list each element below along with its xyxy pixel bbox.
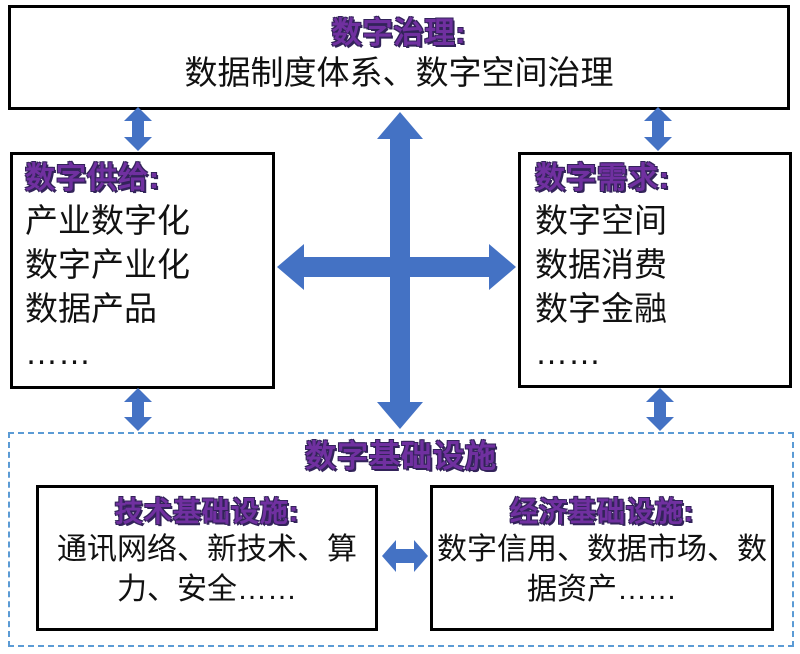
tech-infrastructure-box: 技术基础设施: 通讯网络、新技术、算力、安全……: [36, 485, 378, 631]
economic-infrastructure-title: 经济基础设施:: [509, 496, 695, 527]
supply-item: 数据产品: [25, 290, 157, 327]
governance-box: 数字治理: 数据制度体系、数字空间治理: [8, 5, 790, 110]
tech-infrastructure-body: 通讯网络、新技术、算力、安全……: [57, 533, 357, 606]
arrow-supply-demand-icon: [277, 244, 516, 290]
arrow-governance-supply-icon: [124, 107, 152, 151]
governance-body: 数据制度体系、数字空间治理: [184, 54, 614, 91]
tech-infrastructure-title: 技术基础设施:: [114, 496, 300, 527]
demand-item: 数字空间: [535, 202, 667, 239]
demand-item-ellipsis: ……: [535, 334, 601, 371]
supply-item: 数字产业化: [25, 246, 190, 283]
supply-item-ellipsis: ……: [25, 334, 91, 371]
demand-item: 数字金融: [535, 290, 667, 327]
arrow-supply-infrastructure-icon: [124, 388, 152, 431]
arrow-governance-demand-icon: [644, 107, 672, 151]
arrow-demand-infrastructure-icon: [646, 388, 674, 431]
arrow-governance-infrastructure-icon: [377, 112, 423, 429]
supply-title: 数字供给:: [25, 162, 160, 195]
demand-title: 数字需求:: [535, 162, 670, 195]
infrastructure-box: 数字基础设施 技术基础设施: 通讯网络、新技术、算力、安全…… 经济基础设施: …: [8, 432, 794, 647]
supply-item: 产业数字化: [25, 202, 190, 239]
governance-title: 数字治理:: [331, 17, 467, 50]
infrastructure-title: 数字基础设施: [305, 439, 497, 474]
demand-item: 数据消费: [535, 246, 667, 283]
supply-box: 数字供给: 产业数字化 数字产业化 数据产品 ……: [10, 152, 275, 389]
economic-infrastructure-box: 经济基础设施: 数字信用、数据市场、数据资产……: [430, 485, 774, 631]
economic-infrastructure-body: 数字信用、数据市场、数据资产……: [437, 533, 767, 606]
demand-box: 数字需求: 数字空间 数据消费 数字金融 ……: [518, 152, 792, 388]
